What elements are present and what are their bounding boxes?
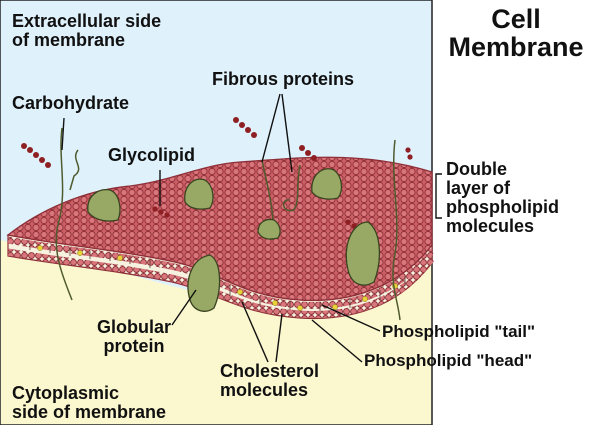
phospholipid-tail-label: Phospholipid "tail" bbox=[382, 323, 535, 341]
cholesterol-line-2: molecules bbox=[220, 380, 308, 400]
double-layer-line-4: molecules bbox=[446, 216, 534, 236]
extracellular-line-2: of membrane bbox=[12, 30, 125, 50]
extracellular-label: Extracellular side of membrane bbox=[12, 12, 161, 50]
double-layer-line-1: Double bbox=[446, 159, 507, 179]
double-layer-line-3: phospholipid bbox=[446, 197, 559, 217]
extracellular-line-1: Extracellular side bbox=[12, 11, 161, 31]
glycolipid-label: Glycolipid bbox=[108, 146, 195, 165]
cytoplasmic-line-2: side of membrane bbox=[12, 402, 166, 422]
globular-protein-line-1: Globular bbox=[97, 317, 171, 337]
fibrous-proteins-label: Fibrous proteins bbox=[212, 70, 354, 89]
cytoplasmic-line-1: Cytoplasmic bbox=[12, 383, 119, 403]
cholesterol-line-1: Cholesterol bbox=[220, 361, 319, 381]
globular-protein-line-2: protein bbox=[104, 336, 165, 356]
double-layer-line-2: layer of bbox=[446, 178, 510, 198]
diagram-title: Cell Membrane bbox=[436, 6, 596, 61]
title-line-2: Membrane bbox=[448, 32, 583, 62]
phospholipid-head-label: Phospholipid "head" bbox=[364, 352, 532, 370]
globular-protein-label: Globular protein bbox=[86, 318, 182, 356]
cholesterol-label: Cholesterol molecules bbox=[220, 362, 319, 400]
double-layer-label: Double layer of phospholipid molecules bbox=[446, 160, 559, 236]
title-line-1: Cell bbox=[491, 4, 541, 34]
carbohydrate-label: Carbohydrate bbox=[12, 94, 129, 113]
cytoplasmic-label: Cytoplasmic side of membrane bbox=[12, 384, 166, 422]
